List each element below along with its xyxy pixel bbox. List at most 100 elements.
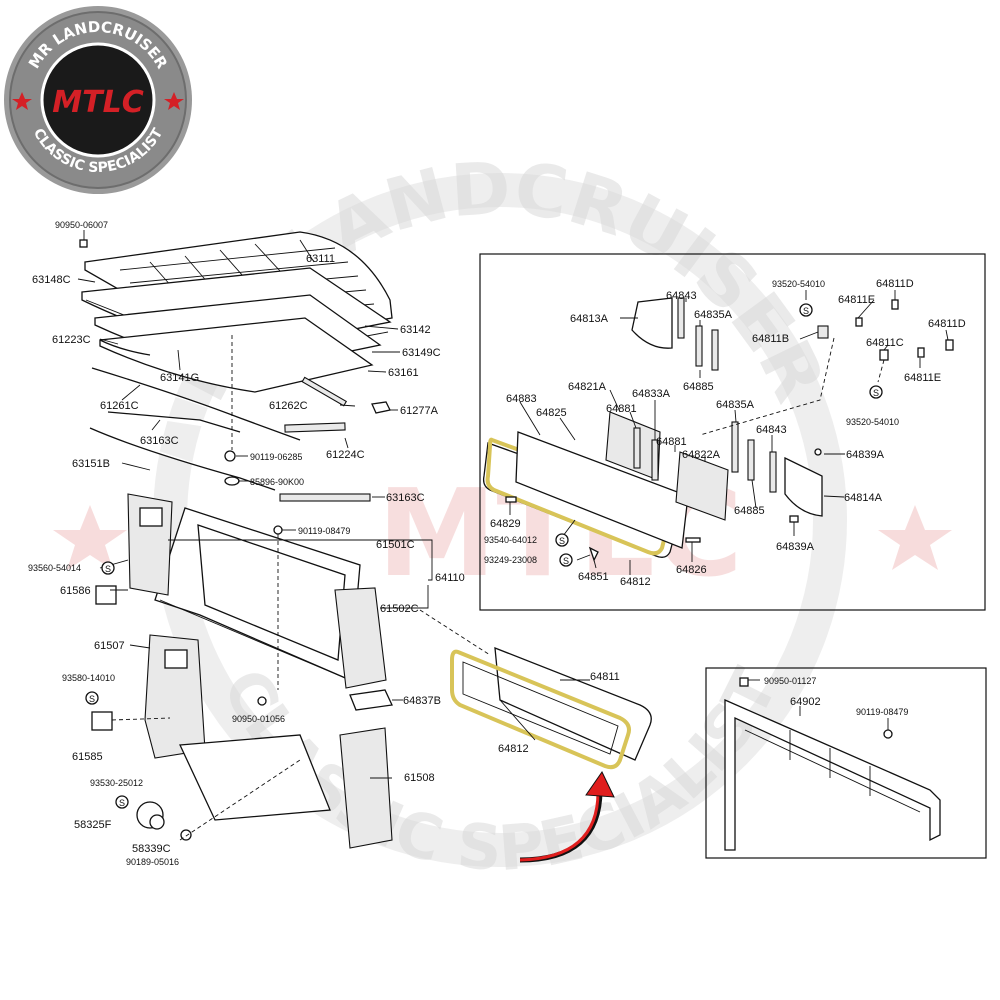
cover-61586 — [95, 585, 117, 605]
part-labels: 90950-06007 63111 63148C 61223C 63141G 6… — [28, 220, 966, 867]
label-58339c: 58339C — [132, 843, 171, 855]
label-64835a-b: 64835A — [716, 399, 755, 411]
label-90950-06007: 90950-06007 — [55, 220, 108, 230]
cap-58339c — [149, 814, 165, 830]
inset-channel-64825 — [515, 431, 689, 549]
back-panel-window-opening — [197, 524, 346, 661]
inset-window-assembly — [479, 253, 986, 611]
lower-panel-61507 — [144, 634, 206, 759]
rod-61224c — [284, 422, 346, 433]
label-64881-b: 64881 — [656, 436, 687, 448]
label-64833a: 64833A — [632, 388, 671, 400]
washer-symbol: S — [563, 556, 569, 566]
label-63149c: 63149C — [402, 347, 441, 359]
label-90119-08479-b: 90119-08479 — [856, 707, 908, 717]
latch-64811b — [817, 325, 829, 339]
label-64839a-b: 64839A — [776, 541, 815, 553]
clip-90950-06007 — [79, 239, 88, 248]
label-61224c: 61224C — [326, 449, 365, 461]
weatherstrip-61223c — [99, 339, 151, 356]
washer-symbol: S — [119, 798, 125, 808]
label-64813a: 64813A — [570, 313, 609, 325]
weatherstrip-63151b — [89, 427, 276, 491]
watermark-star-right — [878, 505, 952, 570]
label-63163c-b: 63163C — [386, 492, 425, 504]
lower-panel-61508 — [339, 727, 393, 849]
weatherstrip-61261c — [91, 367, 301, 441]
label-64811d-a: 64811D — [876, 278, 914, 290]
washer-symbol: S — [803, 306, 809, 316]
glass-64814a — [784, 456, 823, 517]
weatherstrip-seal-64812-highlighted — [450, 649, 631, 770]
pillar-latch — [139, 507, 163, 527]
label-93530-25012: 93530-25012 — [90, 778, 143, 788]
pad-64839a-lower — [789, 515, 799, 523]
wheelhouse-panel — [179, 734, 331, 821]
label-64821a: 64821A — [568, 381, 607, 393]
label-64811c: 64811C — [866, 337, 904, 349]
label-63163c-a: 63163C — [140, 435, 179, 447]
clip-90950-01127 — [739, 677, 749, 687]
clip-64811e-upper — [855, 317, 863, 327]
label-64814a: 64814A — [844, 492, 883, 504]
label-93580-14010: 93580-14010 — [62, 673, 115, 683]
rail-64902 — [724, 699, 941, 851]
label-64825: 64825 — [536, 407, 567, 419]
cover-61585 — [91, 711, 113, 731]
label-93249-23008: 93249-23008 — [484, 555, 537, 565]
glass-64822a — [675, 451, 729, 521]
logo-center — [40, 42, 156, 158]
label-61261c: 61261C — [100, 400, 139, 412]
label-64826: 64826 — [676, 564, 707, 576]
label-61223c: 61223C — [52, 334, 91, 346]
label-64902: 64902 — [790, 696, 821, 708]
label-58325f: 58325F — [74, 819, 112, 831]
label-64829: 64829 — [490, 518, 521, 530]
label-64811: 64811 — [590, 671, 620, 683]
bolt-90119-08479 — [273, 525, 283, 535]
stopper-64851 — [588, 546, 599, 562]
label-61507: 61507 — [94, 640, 125, 652]
rod-61262c — [301, 376, 348, 407]
label-64812-main: 64812 — [498, 743, 529, 755]
label-64835a-a: 64835A — [694, 309, 733, 321]
bolt-90119-08479-rail — [883, 729, 893, 739]
label-93520-54010-b: 93520-54010 — [846, 417, 899, 427]
clip-64811d-lower — [945, 339, 954, 351]
grommet-85896-90k00 — [224, 476, 240, 486]
rear-window-main — [450, 647, 652, 770]
clip-90189-05016 — [180, 829, 192, 841]
label-64885-b: 64885 — [734, 505, 765, 517]
logo-star-right — [164, 92, 184, 110]
label-90950-01056: 90950-01056 — [232, 714, 285, 724]
logo-center-text: MTLC — [52, 85, 143, 120]
label-90189-05016: 90189-05016 — [126, 857, 179, 867]
lower-panel-cutout — [164, 649, 188, 669]
label-64881-a: 64881 — [606, 403, 637, 415]
label-63142: 63142 — [400, 324, 431, 336]
pin-64826 — [685, 537, 701, 543]
screw-64839a-upper — [814, 448, 822, 456]
label-90950-01127: 90950-01127 — [764, 676, 816, 686]
label-93560-54014: 93560-54014 — [28, 563, 81, 573]
label-64811d-b: 64811D — [928, 318, 966, 330]
label-61586: 61586 — [60, 585, 91, 597]
label-64110: 64110 — [435, 572, 465, 584]
label-64843-b: 64843 — [756, 424, 787, 436]
label-93520-54010-a: 93520-54010 — [772, 279, 825, 289]
label-64883: 64883 — [506, 393, 537, 405]
clip-64811d-upper — [891, 299, 899, 310]
label-64811b: 64811B — [752, 333, 789, 345]
label-64811e-a: 64811E — [838, 294, 875, 306]
label-64851: 64851 — [578, 571, 609, 583]
label-64885-a: 64885 — [683, 381, 714, 393]
washer-symbol: S — [105, 564, 111, 574]
label-64812-inset: 64812 — [620, 576, 651, 588]
brand-logo: MR LANDCRUISER CLASSIC SPECIALIST MTLC — [4, 6, 192, 194]
label-61508: 61508 — [404, 772, 435, 784]
clip-90950-01056 — [257, 696, 267, 706]
label-63148c: 63148C — [32, 274, 71, 286]
leader-lines — [77, 230, 949, 841]
label-64839a-a: 64839A — [846, 449, 885, 461]
label-64837b: 64837B — [403, 695, 441, 707]
